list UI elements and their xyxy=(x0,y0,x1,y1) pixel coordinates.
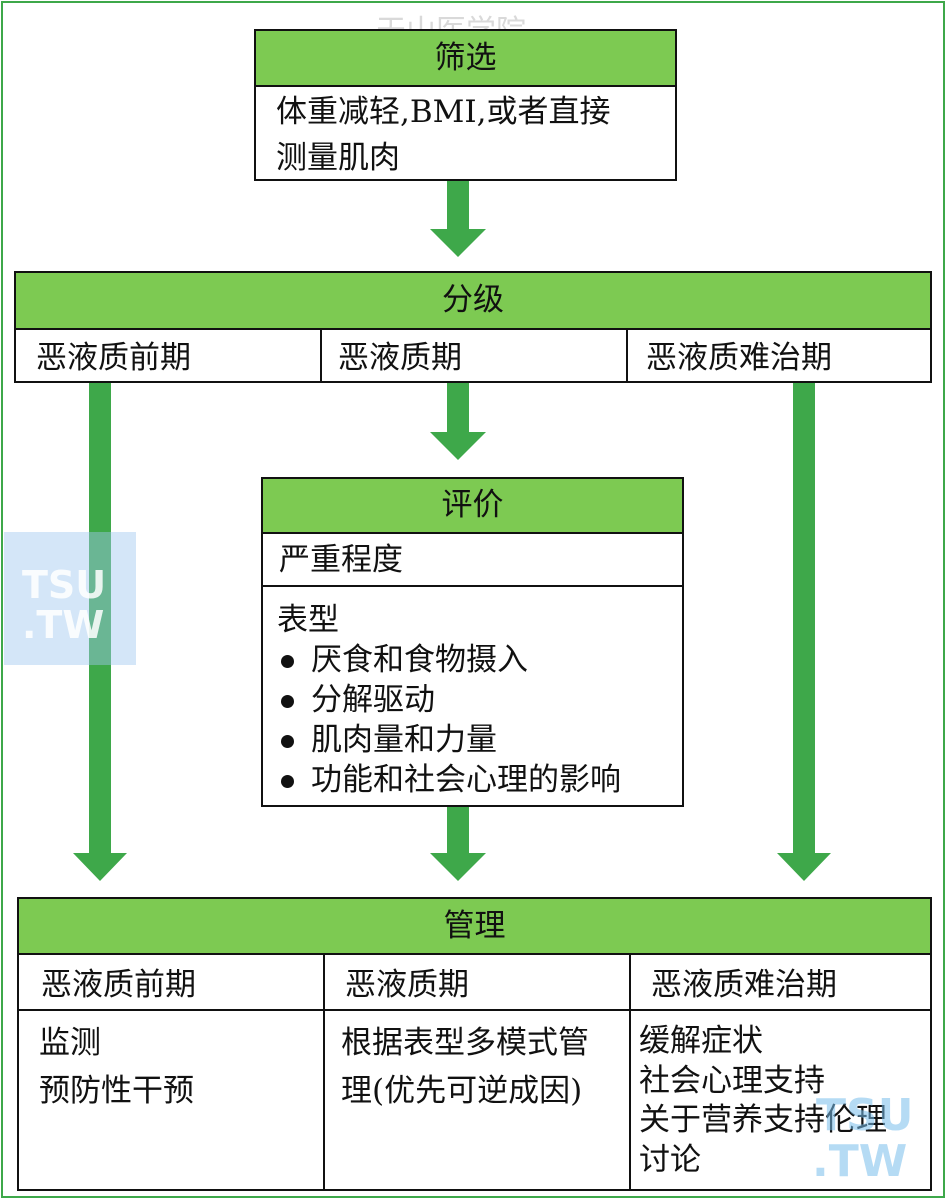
watermark-right-line-2: .TW xyxy=(812,1136,908,1187)
grading-stage-cachexia: 恶液质期 xyxy=(338,340,462,376)
evaluation-divider xyxy=(263,585,682,587)
evaluation-severity: 严重程度 xyxy=(279,542,403,578)
grading-title: 分级 xyxy=(16,273,930,330)
watermark-right-line-1: TSU xyxy=(816,1090,914,1141)
grading-box: 分级 恶液质前期 恶液质期 恶液质难治期 xyxy=(14,271,932,383)
watermark-left-badge xyxy=(4,532,136,665)
bullet-icon xyxy=(281,695,294,708)
phenotype-item-3: 肌肉量和力量 xyxy=(311,722,497,758)
management-divider-1 xyxy=(323,955,325,1189)
arrow-refractory-to-management xyxy=(777,383,831,881)
management-divider-2 xyxy=(629,955,631,1189)
management-title: 管理 xyxy=(19,899,930,955)
refractory-item-2: 社会心理支持 xyxy=(639,1063,825,1099)
cachexia-item-2: 理(优先可逆成因) xyxy=(341,1073,583,1109)
refractory-item-3: 关于营养支持伦理 xyxy=(639,1102,887,1138)
grading-divider-2 xyxy=(626,330,628,381)
bullet-icon xyxy=(281,775,294,788)
management-box: 管理 恶液质前期 恶液质期 恶液质难治期 监测 预防性干预 根据表型多模式管 理… xyxy=(17,897,932,1191)
phenotype-item-1: 厌食和食物摄入 xyxy=(311,642,528,678)
management-stage-precachexia: 恶液质前期 xyxy=(41,967,196,1003)
phenotype-item-2: 分解驱动 xyxy=(311,682,435,718)
arrow-precachexia-to-management xyxy=(73,383,127,881)
management-stage-refractory: 恶液质难治期 xyxy=(651,967,837,1003)
precachexia-item-2: 预防性干预 xyxy=(39,1073,194,1109)
screening-box: 筛选 体重减轻,BMI,或者直接 测量肌肉 xyxy=(254,29,677,181)
grading-stage-refractory: 恶液质难治期 xyxy=(646,340,832,376)
management-row-divider xyxy=(19,1009,930,1011)
phenotype-item-4: 功能和社会心理的影响 xyxy=(311,762,621,798)
grading-divider-1 xyxy=(320,330,322,381)
arrow-evaluation-to-management xyxy=(430,807,486,881)
bullet-icon xyxy=(281,735,294,748)
arrow-grading-to-evaluation xyxy=(430,383,486,460)
bullet-icon xyxy=(281,655,294,668)
screening-line-1: 体重减轻,BMI,或者直接 xyxy=(276,94,611,130)
screening-line-2: 测量肌肉 xyxy=(276,140,400,176)
watermark-left-line-1: TSU xyxy=(22,563,107,607)
evaluation-phenotype-label: 表型 xyxy=(277,602,339,638)
watermark-left-line-2: .TW xyxy=(22,603,105,647)
evaluation-box: 评价 严重程度 表型 厌食和食物摄入 分解驱动 肌肉量和力量 功能和社会心理的影… xyxy=(261,477,684,807)
cachexia-item-1: 根据表型多模式管 xyxy=(341,1025,589,1061)
management-stage-cachexia: 恶液质期 xyxy=(345,967,469,1003)
refractory-item-4: 讨论 xyxy=(639,1142,701,1178)
precachexia-item-1: 监测 xyxy=(39,1025,101,1061)
refractory-item-1: 缓解症状 xyxy=(639,1023,763,1059)
evaluation-title: 评价 xyxy=(263,479,682,534)
arrow-screening-to-grading xyxy=(430,181,486,257)
grading-stage-precachexia: 恶液质前期 xyxy=(36,340,191,376)
screening-title: 筛选 xyxy=(256,31,675,87)
